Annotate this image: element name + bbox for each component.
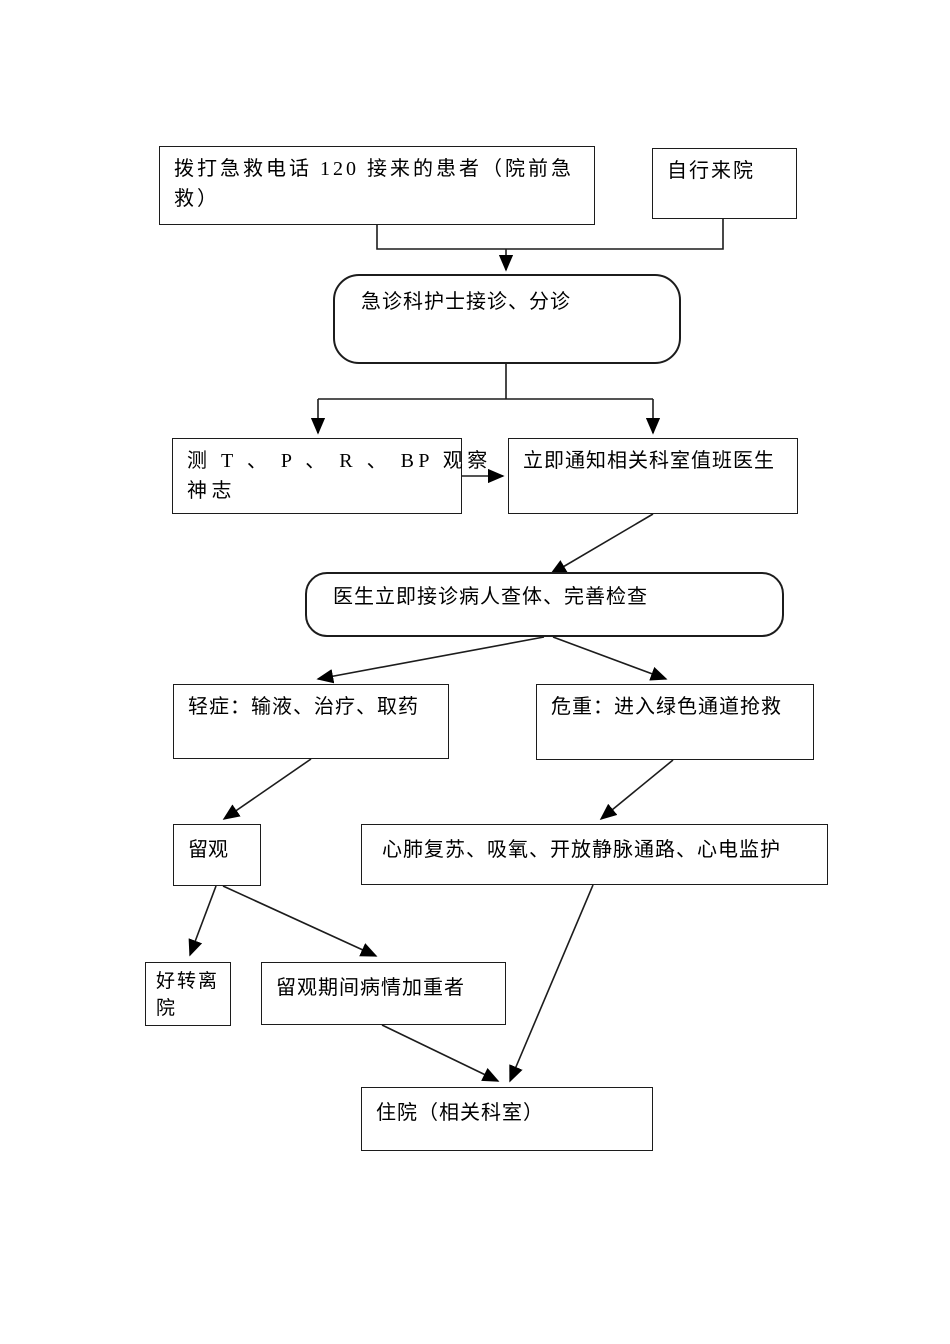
node-observation: 留观	[173, 824, 261, 886]
node-worsened-observation: 留观期间病情加重者	[261, 962, 506, 1025]
node-text-line: 立即通知相关科室值班医生	[523, 450, 775, 472]
node-mild-case: 轻症：输液、治疗、取药	[173, 684, 449, 759]
node-notify-doctor: 立即通知相关科室值班医生	[508, 438, 798, 514]
node-nurse-triage: 急诊科护士接诊、分诊	[333, 274, 681, 364]
node-text-line: 住院（相关科室）	[376, 1102, 544, 1124]
node-text-line: 危重：进入绿色通道抢救	[551, 696, 782, 718]
node-text-line: 留观期间病情加重者	[276, 977, 465, 999]
node-text-line: 测 T 、 P 、 R 、 BP 观察	[187, 450, 492, 472]
node-text-line: 自行来院	[667, 160, 755, 182]
edge-exam-mild	[316, 636, 545, 684]
node-critical-case: 危重：进入绿色通道抢救	[536, 684, 814, 760]
node-text-line: 急诊科护士接诊、分诊	[361, 291, 571, 313]
edge-notify-exam	[549, 513, 654, 575]
edge-worsen-admit	[381, 1024, 500, 1082]
edge-observe-discharge	[188, 885, 217, 957]
edge-critical-rescue	[599, 759, 674, 821]
edge-observe-worsen	[222, 885, 378, 957]
edge-mild-observe	[222, 758, 312, 820]
node-admission: 住院（相关科室）	[361, 1087, 653, 1151]
edge-exam-critical	[552, 636, 668, 681]
edge-split-bar	[318, 364, 653, 400]
node-measure-vitals: 测 T 、 P 、 R 、 BP 观察 神志	[172, 438, 492, 514]
node-doctor-exam: 医生立即接诊病人查体、完善检查	[305, 572, 784, 637]
node-text-line: 轻症：输液、治疗、取药	[188, 696, 419, 718]
node-text-line: 留观	[188, 839, 228, 861]
node-text-line: 拨打急救电话 120 接来的患者（院前急	[174, 158, 574, 180]
edge-rescue-admit	[509, 884, 594, 1083]
node-text-line: 院	[156, 998, 178, 1019]
node-text-line: 救）	[174, 188, 220, 210]
node-text-line: 神志	[187, 480, 236, 502]
node-call-120-patient: 拨打急救电话 120 接来的患者（院前急 救）	[159, 146, 595, 225]
node-rescue-measures: 心肺复苏、吸氧、开放静脉通路、心电监护	[361, 824, 828, 885]
node-text-line: 好转离	[156, 971, 220, 992]
node-self-arrival: 自行来院	[652, 148, 797, 219]
node-text-line: 心肺复苏、吸氧、开放静脉通路、心电监护	[382, 839, 781, 861]
node-text-line: 医生立即接诊病人查体、完善检查	[333, 586, 648, 608]
node-discharge-improved: 好转离 院	[145, 962, 231, 1026]
